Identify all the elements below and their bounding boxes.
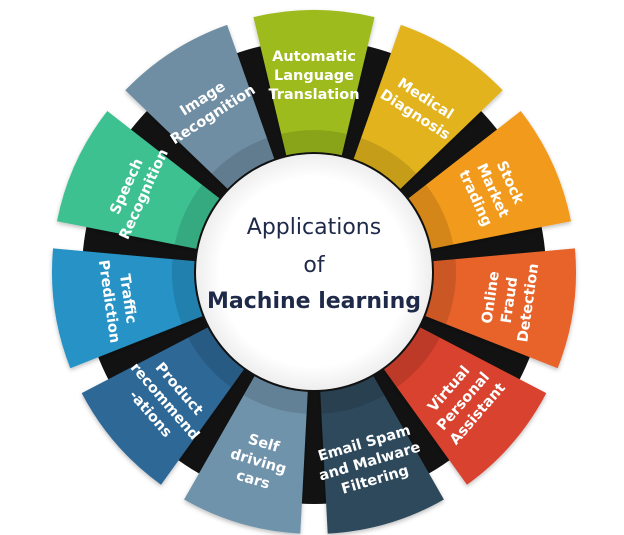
label-line-automatic-language-translation-2: Translation [268, 87, 359, 103]
center-title-line1: Applications [247, 215, 381, 240]
segment-shade-automatic-language-translation [281, 130, 347, 156]
segment-speech-recognition [56, 111, 220, 249]
label-line-automatic-language-translation-1: Language [274, 68, 354, 84]
segment-image-recognition [125, 24, 275, 189]
segment-self-driving-cars [184, 376, 308, 534]
segment-product-recommendations [81, 327, 244, 485]
wheel-segments [52, 10, 577, 534]
segment-shade-email-spam-and-malware-filtering [320, 376, 385, 414]
segment-virtual-personal-assistant [384, 327, 547, 485]
label-line-online-fraud-detection-1: Fraud [499, 276, 521, 324]
label-line-online-fraud-detection-0: Online [480, 270, 503, 325]
segment-medical-diagnosis [353, 24, 503, 189]
segment-shade-online-fraud-detection [425, 259, 456, 325]
segment-shade-image-recognition [211, 138, 275, 189]
center-disc [196, 154, 432, 390]
segment-shade-product-recommendations [188, 327, 244, 388]
segment-shade-medical-diagnosis [353, 138, 417, 189]
label-line-automatic-language-translation-0: Automatic [272, 49, 356, 65]
segment-shade-virtual-personal-assistant [384, 327, 440, 388]
segment-shade-stock-market-trading [408, 184, 454, 249]
center-title-line2: of [303, 253, 325, 278]
center-title-line3: Machine learning [207, 289, 421, 314]
segment-shade-self-driving-cars [243, 376, 308, 414]
label-line-traffic-prediction-0: Traffic [116, 273, 139, 325]
segment-shade-traffic-prediction [171, 259, 203, 325]
segment-email-spam-and-malware-filtering [320, 376, 444, 534]
segment-stock-market-trading [408, 111, 572, 249]
segment-shade-speech-recognition [174, 184, 220, 249]
segment-automatic-language-translation [253, 10, 375, 156]
segment-traffic-prediction [52, 248, 203, 369]
segment-online-fraud-detection [425, 248, 577, 369]
